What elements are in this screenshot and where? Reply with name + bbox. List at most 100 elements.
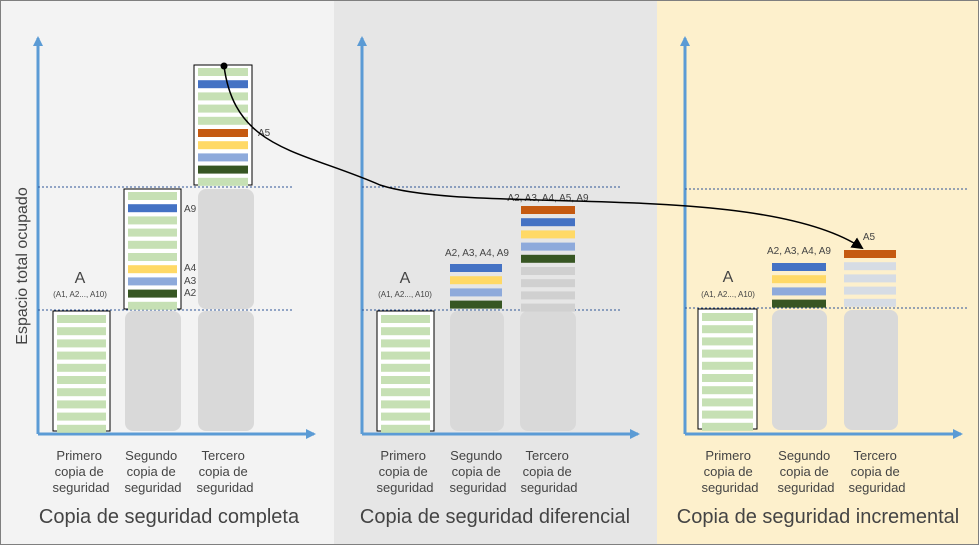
file-stripe-dark-green (450, 300, 502, 309)
panel-title-incremental: Copia de seguridad incremental (677, 506, 959, 528)
first-backup-label: A (75, 270, 86, 287)
first-backup-label: A (400, 270, 411, 287)
file-stripe-gray-stripe (521, 279, 575, 288)
file-stripe-stripe-green (57, 363, 106, 372)
file-stripe-stripe-green (702, 325, 753, 334)
panel-incremental: A (A1, A2..., A10) A2, A3, A4, A9 A5 Pri… (677, 36, 968, 528)
column-label-first: Primero copia de seguridad (376, 448, 433, 495)
file-stripe-yellow (772, 275, 826, 284)
ghost-block (772, 310, 827, 430)
file-stripe-stripe-green (57, 351, 106, 360)
file-stripe-stripe-green (57, 327, 106, 336)
file-label-a4: A4 (184, 263, 197, 274)
file-stripe-stripe-green (57, 339, 106, 348)
file-stripe-stripe-green (198, 177, 248, 186)
file-stripe-yellow (521, 230, 575, 239)
third-backup-stack (521, 206, 575, 312)
ghost-block (520, 311, 576, 431)
file-stripe-stripe-green (381, 400, 430, 409)
file-stripe-stripe-green (702, 361, 753, 370)
file-stripe-orange (198, 129, 248, 137)
column-label-second: Segundo copia de seguridad (777, 448, 834, 495)
file-stripe-stripe-green (702, 410, 753, 419)
file-stripe-light-blue (521, 242, 575, 251)
first-backup-sublabel: (A1, A2..., A10) (701, 290, 755, 299)
column-label-first: Primero copia de seguridad (52, 448, 109, 495)
file-stripe-light-blue_stripe (844, 286, 896, 295)
ghost-block (198, 311, 254, 431)
file-stripe-stripe-green (57, 400, 106, 409)
file-stripe-light-blue (128, 277, 177, 286)
file-stripe-stripe-green (381, 315, 430, 323)
ghost-block (450, 311, 504, 431)
y-axis-label: Espacio total ocupado (14, 187, 31, 345)
panel-title-complete: Copia de seguridad completa (39, 506, 300, 528)
panel-complete: A (A1, A2..., A10) A9 A4 A3 A2 A5 Primer… (33, 36, 316, 528)
file-stripe-stripe-green (128, 240, 177, 249)
file-stripe-light-blue_stripe (844, 298, 896, 307)
file-label-a3: A3 (184, 276, 197, 287)
panel-title-differential: Copia de seguridad diferencial (360, 506, 630, 528)
file-stripe-stripe-green (702, 422, 753, 431)
file-stripe-stripe-green (381, 376, 430, 384)
file-stripe-stripe-green (702, 313, 753, 321)
file-stripe-blue (521, 218, 575, 227)
first-backup-stack (376, 310, 435, 433)
ghost-block (844, 310, 898, 430)
first-backup-stack (697, 308, 758, 431)
file-stripe-stripe-green (702, 374, 753, 382)
file-stripe-stripe-green (128, 228, 177, 237)
file-label-a5: A5 (258, 128, 271, 139)
panel-bg-differential (334, 1, 657, 544)
file-stripe-blue (450, 264, 502, 272)
file-stripe-gray-stripe (521, 267, 575, 275)
file-stripe-gray-stripe (521, 303, 575, 312)
file-stripe-stripe-green (381, 412, 430, 421)
column-label-third: Tercero copia de seguridad (196, 448, 253, 495)
file-stripe-stripe-green (128, 216, 177, 225)
column-label-first: Primero copia de seguridad (701, 448, 758, 495)
file-stripe-gray-stripe (521, 291, 575, 300)
column-label-third: Tercero copia de seguridad (848, 448, 905, 495)
file-stripe-light-blue (450, 288, 502, 297)
a5-connector-arrow (223, 65, 864, 250)
file-label-a2: A2 (184, 288, 197, 299)
file-stripe-stripe-green (128, 301, 177, 310)
file-stripe-light-blue (772, 287, 826, 296)
file-stripe-stripe-green (702, 398, 753, 407)
ghost-block (125, 311, 181, 431)
second-backup-stack (772, 263, 826, 308)
file-stripe-yellow (198, 141, 248, 150)
file-stripe-stripe-green (198, 116, 248, 125)
file-stripe-stripe-green (702, 349, 753, 358)
file-stripe-dark-green (198, 165, 248, 174)
panel-bg-incremental (657, 1, 978, 544)
file-stripe-stripe-green (128, 192, 177, 200)
third-backup-files: A2, A3, A4, A5, A9 (507, 193, 589, 204)
second-backup-stack (123, 188, 182, 310)
file-stripe-stripe-green (381, 327, 430, 336)
file-stripe-light-blue_stripe (844, 274, 896, 283)
file-stripe-dark-green (521, 254, 575, 263)
file-stripe-stripe-green (381, 424, 430, 433)
file-stripe-orange (521, 206, 575, 214)
file-stripe-blue (772, 263, 826, 271)
file-stripe-stripe-green (128, 253, 177, 261)
third-backup-files: A5 (863, 232, 876, 243)
file-stripe-stripe-green (57, 424, 106, 433)
third-backup-stack (844, 250, 896, 307)
file-stripe-blue (198, 80, 248, 89)
first-backup-label: A (723, 269, 734, 286)
file-stripe-stripe-green (381, 351, 430, 360)
file-stripe-dark-green (772, 299, 826, 308)
second-backup-files: A2, A3, A4, A9 (445, 248, 509, 259)
file-stripe-stripe-green (381, 339, 430, 348)
a5-connector-origin (220, 62, 228, 70)
first-backup-sublabel: (A1, A2..., A10) (53, 290, 107, 299)
second-backup-stack (450, 264, 502, 309)
file-stripe-stripe-green (57, 376, 106, 384)
file-stripe-stripe-green (198, 68, 248, 76)
file-stripe-dark-green (128, 289, 177, 298)
ghost-block (198, 189, 254, 309)
